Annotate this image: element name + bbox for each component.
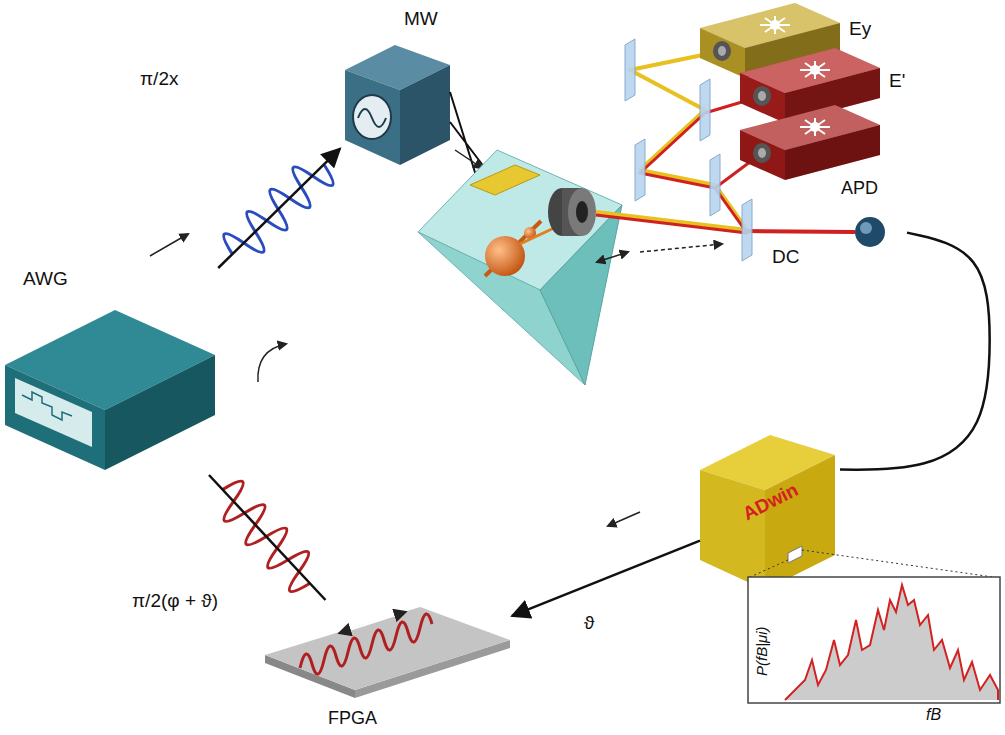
device-name: P(fB|μi) (753, 626, 770, 676)
laser-label: Ey (849, 18, 871, 40)
fluorescence-beam (747, 231, 855, 232)
objective-aperture (576, 201, 588, 223)
red-beam (596, 96, 762, 233)
mirror (710, 154, 720, 216)
pulse-on-board (300, 614, 432, 674)
device-name: APD (841, 178, 878, 199)
adwin-device (700, 435, 835, 590)
device-label-box: FPGA (262, 600, 512, 732)
spin-axis (485, 221, 541, 276)
mirror (700, 79, 710, 141)
nv-spin (485, 236, 525, 276)
adwin-side (765, 455, 835, 590)
laser-label: E' (889, 70, 905, 92)
diamond-sample (418, 150, 622, 385)
mw-front (345, 70, 400, 165)
detector-box: APD (835, 178, 907, 256)
device-name: FPGA (328, 708, 377, 729)
flow-arrow (258, 344, 286, 382)
inset-frame (748, 577, 1000, 703)
objective-lens (520, 188, 596, 244)
objective-face (568, 188, 596, 236)
device-label-box: AWG (5, 268, 220, 475)
adwin-window (788, 546, 802, 563)
mirror-label: DC (772, 246, 799, 268)
adwin-front (700, 470, 765, 590)
pulse-label: π/2(φ + ϑ) (132, 590, 218, 612)
signal-wire (218, 149, 340, 268)
awg-waveform (22, 392, 72, 420)
oscillator-symbol (353, 95, 391, 139)
signal-wire (512, 541, 700, 616)
leader-line (748, 550, 1000, 578)
mirror (635, 139, 645, 201)
mw-source (345, 45, 450, 165)
board-top (265, 607, 510, 690)
distribution-fill (785, 585, 998, 700)
signal-wire (209, 475, 326, 600)
awg-screen (15, 378, 92, 447)
awg-side (105, 355, 215, 470)
apd-body (855, 217, 885, 247)
inset-plot (748, 577, 1000, 703)
awg-device (5, 310, 215, 470)
mirror (625, 39, 635, 101)
mw-side (400, 65, 450, 165)
device-name: AWG (23, 268, 68, 290)
red-laser (740, 105, 880, 180)
flow-arrow (455, 150, 482, 168)
flow-arrow (597, 252, 628, 262)
distribution-curve (785, 585, 998, 700)
axis-label: fB (926, 706, 941, 724)
apd-detector (855, 217, 885, 247)
oscillator-wave (358, 109, 386, 127)
device-label-box: MW (340, 8, 462, 170)
flow-arrow (608, 512, 640, 526)
dichroic-mirror (742, 199, 752, 261)
device-name: ADwin (739, 479, 802, 525)
microwave-strip (470, 165, 540, 195)
signal-wire (840, 233, 990, 470)
phase-shift-arrow (340, 612, 405, 633)
inset-plot-box: P(fB|μi) fB (746, 572, 1003, 730)
apd-window (860, 222, 872, 234)
controller-box: ADwin (700, 430, 840, 595)
device-name: MW (404, 8, 438, 30)
awg-front (5, 365, 105, 470)
pulse-label: ϑ (584, 612, 594, 634)
pulse-label: π/2x (140, 68, 178, 90)
fpga-board (265, 607, 510, 698)
flow-arrow (150, 234, 188, 256)
flow-arrow (640, 244, 722, 252)
